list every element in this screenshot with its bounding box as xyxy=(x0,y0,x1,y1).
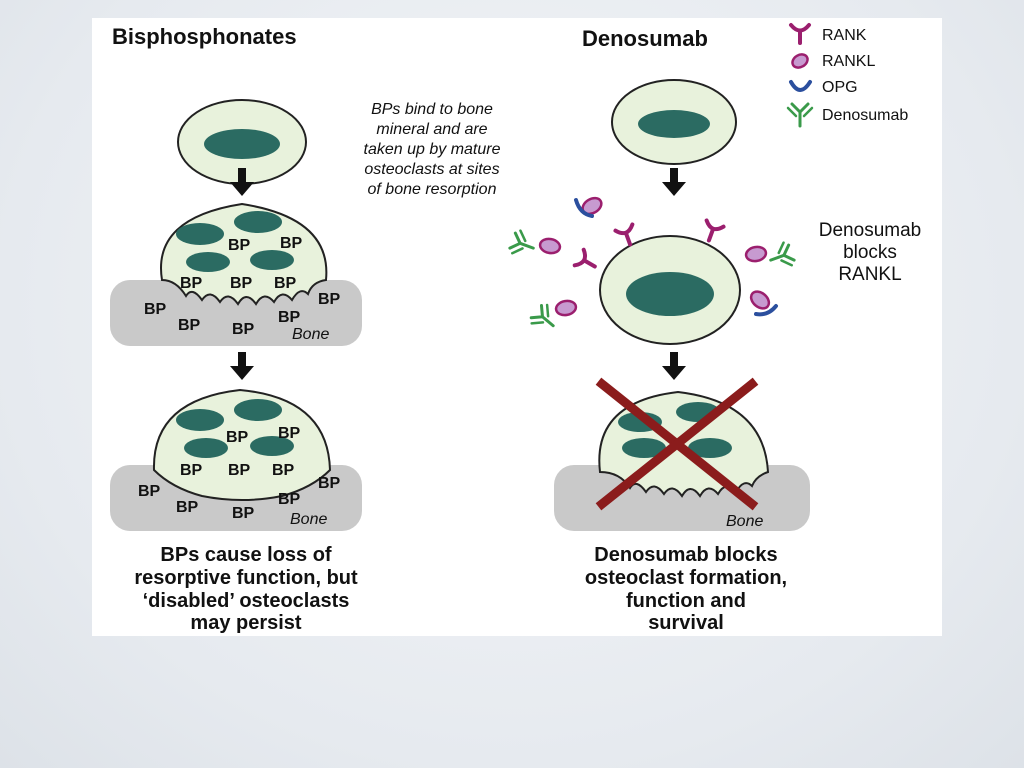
bp-label: BP xyxy=(232,321,255,338)
caption-line: BPs cause loss of xyxy=(160,544,332,566)
denosumab-icon xyxy=(786,102,814,128)
bp-label: BP xyxy=(278,309,301,326)
bp-labels-top: BP BP BP BP BP BP BP BP BP BP xyxy=(144,235,341,338)
side-label-line: blocks xyxy=(843,242,897,263)
note-line: BPs bind to bone xyxy=(371,101,493,118)
caption-line: survival xyxy=(648,612,724,634)
bp-uptake-note: BPs bind to bone mineral and are taken u… xyxy=(364,101,501,198)
nucleus xyxy=(184,438,228,458)
bp-label: BP xyxy=(278,491,301,508)
legend-label: RANKL xyxy=(822,53,875,70)
denosumab-rankl-complex xyxy=(527,299,578,337)
down-arrow-icon xyxy=(230,168,254,196)
legend-item-opg: OPG xyxy=(789,79,858,96)
precursor-nucleus xyxy=(626,272,714,316)
denosumab-blocks-rankl-label: Denosumab blocks RANKL xyxy=(819,220,921,285)
side-label-line: Denosumab xyxy=(819,220,921,241)
down-arrow-icon xyxy=(230,352,254,380)
caption-line: osteoclast formation, xyxy=(585,567,787,589)
bp-label: BP xyxy=(230,275,253,292)
nucleus xyxy=(234,211,282,233)
slide: Bisphosphonates BPs bind to bone mineral… xyxy=(92,18,942,636)
left-precursor-nucleus xyxy=(204,129,280,159)
bp-label: BP xyxy=(138,483,161,500)
left-bone-top xyxy=(110,280,362,346)
bp-label: BP xyxy=(280,235,303,252)
nucleus xyxy=(176,409,224,431)
down-arrow-icon xyxy=(662,168,686,196)
rankl-icon xyxy=(554,299,578,317)
bp-label: BP xyxy=(318,475,341,492)
note-line: osteoclasts at sites xyxy=(364,161,499,178)
legend-item-rankl: RANKL xyxy=(791,53,875,70)
bone-label: Bone xyxy=(726,513,763,530)
rank-receptor-icon xyxy=(698,218,726,246)
denosumab-heading: Denosumab xyxy=(582,26,708,51)
denosumab-icon xyxy=(765,239,798,273)
nucleus xyxy=(176,223,224,245)
down-arrow-icon xyxy=(662,352,686,380)
bone-resorption-diagram: Bisphosphonates BPs bind to bone mineral… xyxy=(110,23,921,634)
legend: RANK RANKL OPG Denosumab xyxy=(786,23,908,128)
opg-icon xyxy=(754,304,778,317)
bp-label: BP xyxy=(228,462,251,479)
denosumab-caption: Denosumab blocks osteoclast formation, f… xyxy=(585,544,787,634)
rankl-opg-complex xyxy=(749,290,778,317)
bisphosphonates-caption: BPs cause loss of resorptive function, b… xyxy=(134,544,358,634)
bp-label: BP xyxy=(274,275,297,292)
denosumab-icon xyxy=(506,227,539,261)
bp-label: BP xyxy=(178,317,201,334)
legend-label: RANK xyxy=(822,27,867,44)
nucleus xyxy=(250,436,294,456)
rank-icon xyxy=(789,23,811,45)
nucleus xyxy=(186,252,230,272)
bp-label: BP xyxy=(176,499,199,516)
legend-item-denosumab: Denosumab xyxy=(786,102,908,128)
side-label-line: RANKL xyxy=(838,264,901,285)
nucleus xyxy=(688,438,732,458)
rankl-icon xyxy=(791,53,809,69)
denosumab-rankl-complex xyxy=(744,239,798,273)
bp-label: BP xyxy=(228,237,251,254)
denosumab-rankl-complex xyxy=(506,227,562,261)
nucleus xyxy=(234,399,282,421)
bone-label: Bone xyxy=(290,511,327,528)
caption-line: ‘disabled’ osteoclasts xyxy=(143,590,350,612)
nucleus xyxy=(622,438,666,458)
bp-label: BP xyxy=(226,429,249,446)
opg-icon xyxy=(574,198,594,218)
legend-label: OPG xyxy=(822,79,858,96)
bisphosphonates-heading: Bisphosphonates xyxy=(112,24,297,49)
bp-label: BP xyxy=(144,301,167,318)
cross-out-icon xyxy=(595,377,759,511)
opg-icon xyxy=(789,80,812,92)
caption-line: resorptive function, but xyxy=(134,567,358,589)
rankl-icon xyxy=(744,245,768,263)
rankl-opg-complex xyxy=(574,196,603,218)
rankl-icon xyxy=(749,290,771,310)
caption-line: Denosumab blocks xyxy=(594,544,777,566)
bp-label: BP xyxy=(232,505,255,522)
caption-line: function and xyxy=(626,590,746,612)
note-line: taken up by mature xyxy=(364,141,501,158)
bp-label: BP xyxy=(180,462,203,479)
right-precursor-nucleus xyxy=(638,110,710,138)
bp-label: BP xyxy=(278,425,301,442)
caption-line: may persist xyxy=(190,612,302,634)
note-line: of bone resorption xyxy=(368,181,497,198)
legend-label: Denosumab xyxy=(822,107,908,124)
legend-item-rank: RANK xyxy=(789,23,867,45)
rankl-icon xyxy=(538,237,562,255)
bp-label: BP xyxy=(272,462,295,479)
nucleus xyxy=(250,250,294,270)
bone-label: Bone xyxy=(292,326,329,343)
bp-label: BP xyxy=(180,275,203,292)
note-line: mineral and are xyxy=(376,121,487,138)
bp-labels-bottom: BP BP BP BP BP BP BP BP BP BP xyxy=(138,425,341,522)
rank-receptor-icon xyxy=(572,247,602,277)
bp-label: BP xyxy=(318,291,341,308)
